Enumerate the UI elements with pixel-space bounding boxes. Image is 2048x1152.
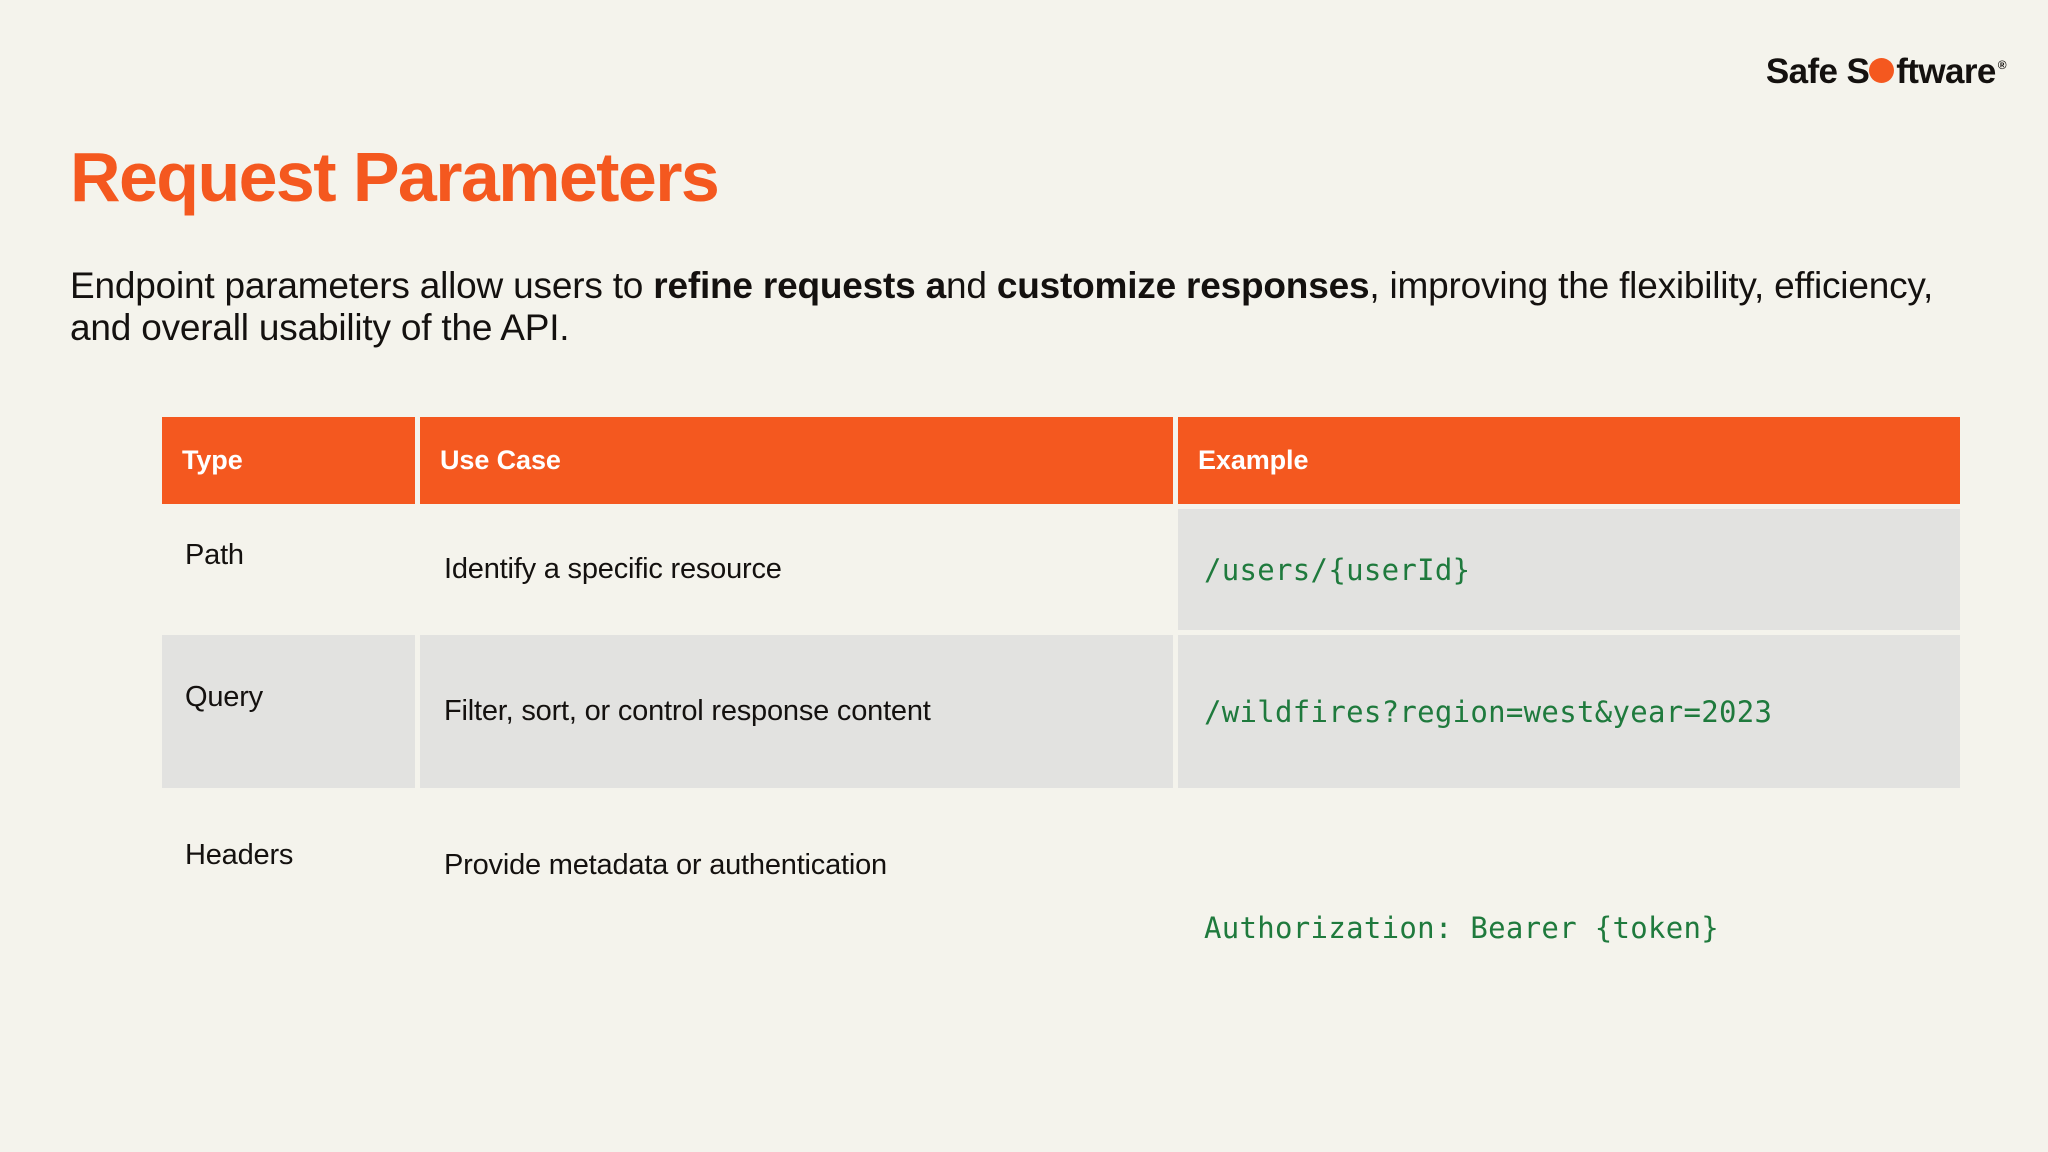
page-title: Request Parameters (70, 138, 720, 216)
cell-use-case: Filter, sort, or control response conten… (420, 635, 1178, 793)
subtitle-segment-1: Endpoint parameters allow users to (70, 265, 654, 306)
cell-use-case: Identify a specific resource (420, 509, 1178, 635)
cell-use-case: Provide metadata or authentication (420, 793, 1178, 1043)
table-row: Path Identify a specific resource /users… (162, 509, 1960, 635)
table-header-row: Type Use Case Example (162, 417, 1960, 509)
logo-text-ftware: ftware (1896, 52, 1996, 91)
subtitle-segment-3: , improving the flexibility, efficiency,… (70, 265, 1934, 348)
example-code: Authorization: Bearer {token} (1204, 910, 1720, 945)
table-row: Query Filter, sort, or control response … (162, 635, 1960, 793)
use-case-label: Filter, sort, or control response conten… (444, 695, 931, 727)
example-code: /wildfires?region=west&year=2023 (1204, 694, 1773, 729)
subtitle-segment-2: nd (945, 265, 997, 306)
use-case-label: Provide metadata or authentication (444, 849, 887, 881)
cell-example: Authorization: Bearer {token} (1178, 793, 1960, 1043)
column-header-use-case: Use Case (420, 417, 1178, 509)
cell-example: /users/{userId} (1178, 509, 1960, 635)
subtitle-bold-customize-responses: customize responses (996, 265, 1370, 306)
type-label: Path (185, 539, 244, 571)
logo-orange-circle-icon (1869, 56, 1896, 83)
cell-type: Path (162, 509, 420, 635)
request-parameters-table: Type Use Case Example Path Identify a sp… (162, 417, 1960, 1043)
cell-type: Headers (162, 793, 420, 1043)
type-label: Headers (185, 839, 294, 871)
page-subtitle: Endpoint parameters allow users to refin… (70, 265, 1970, 349)
type-label: Query (185, 681, 263, 713)
safe-software-logo: Safe S ftware ® (1765, 52, 2007, 92)
example-code: /users/{userId} (1204, 552, 1471, 587)
use-case-label: Identify a specific resource (444, 553, 782, 585)
logo-text-safe-s: Safe S (1765, 52, 1870, 91)
subtitle-bold-refine-requests: refine requests a (653, 265, 946, 306)
column-header-type: Type (162, 417, 420, 509)
cell-type: Query (162, 635, 420, 793)
column-header-example: Example (1178, 417, 1960, 509)
cell-example: /wildfires?region=west&year=2023 (1178, 635, 1960, 793)
table-row: Headers Provide metadata or authenticati… (162, 793, 1960, 1043)
logo-trademark-symbol: ® (1997, 58, 2007, 72)
